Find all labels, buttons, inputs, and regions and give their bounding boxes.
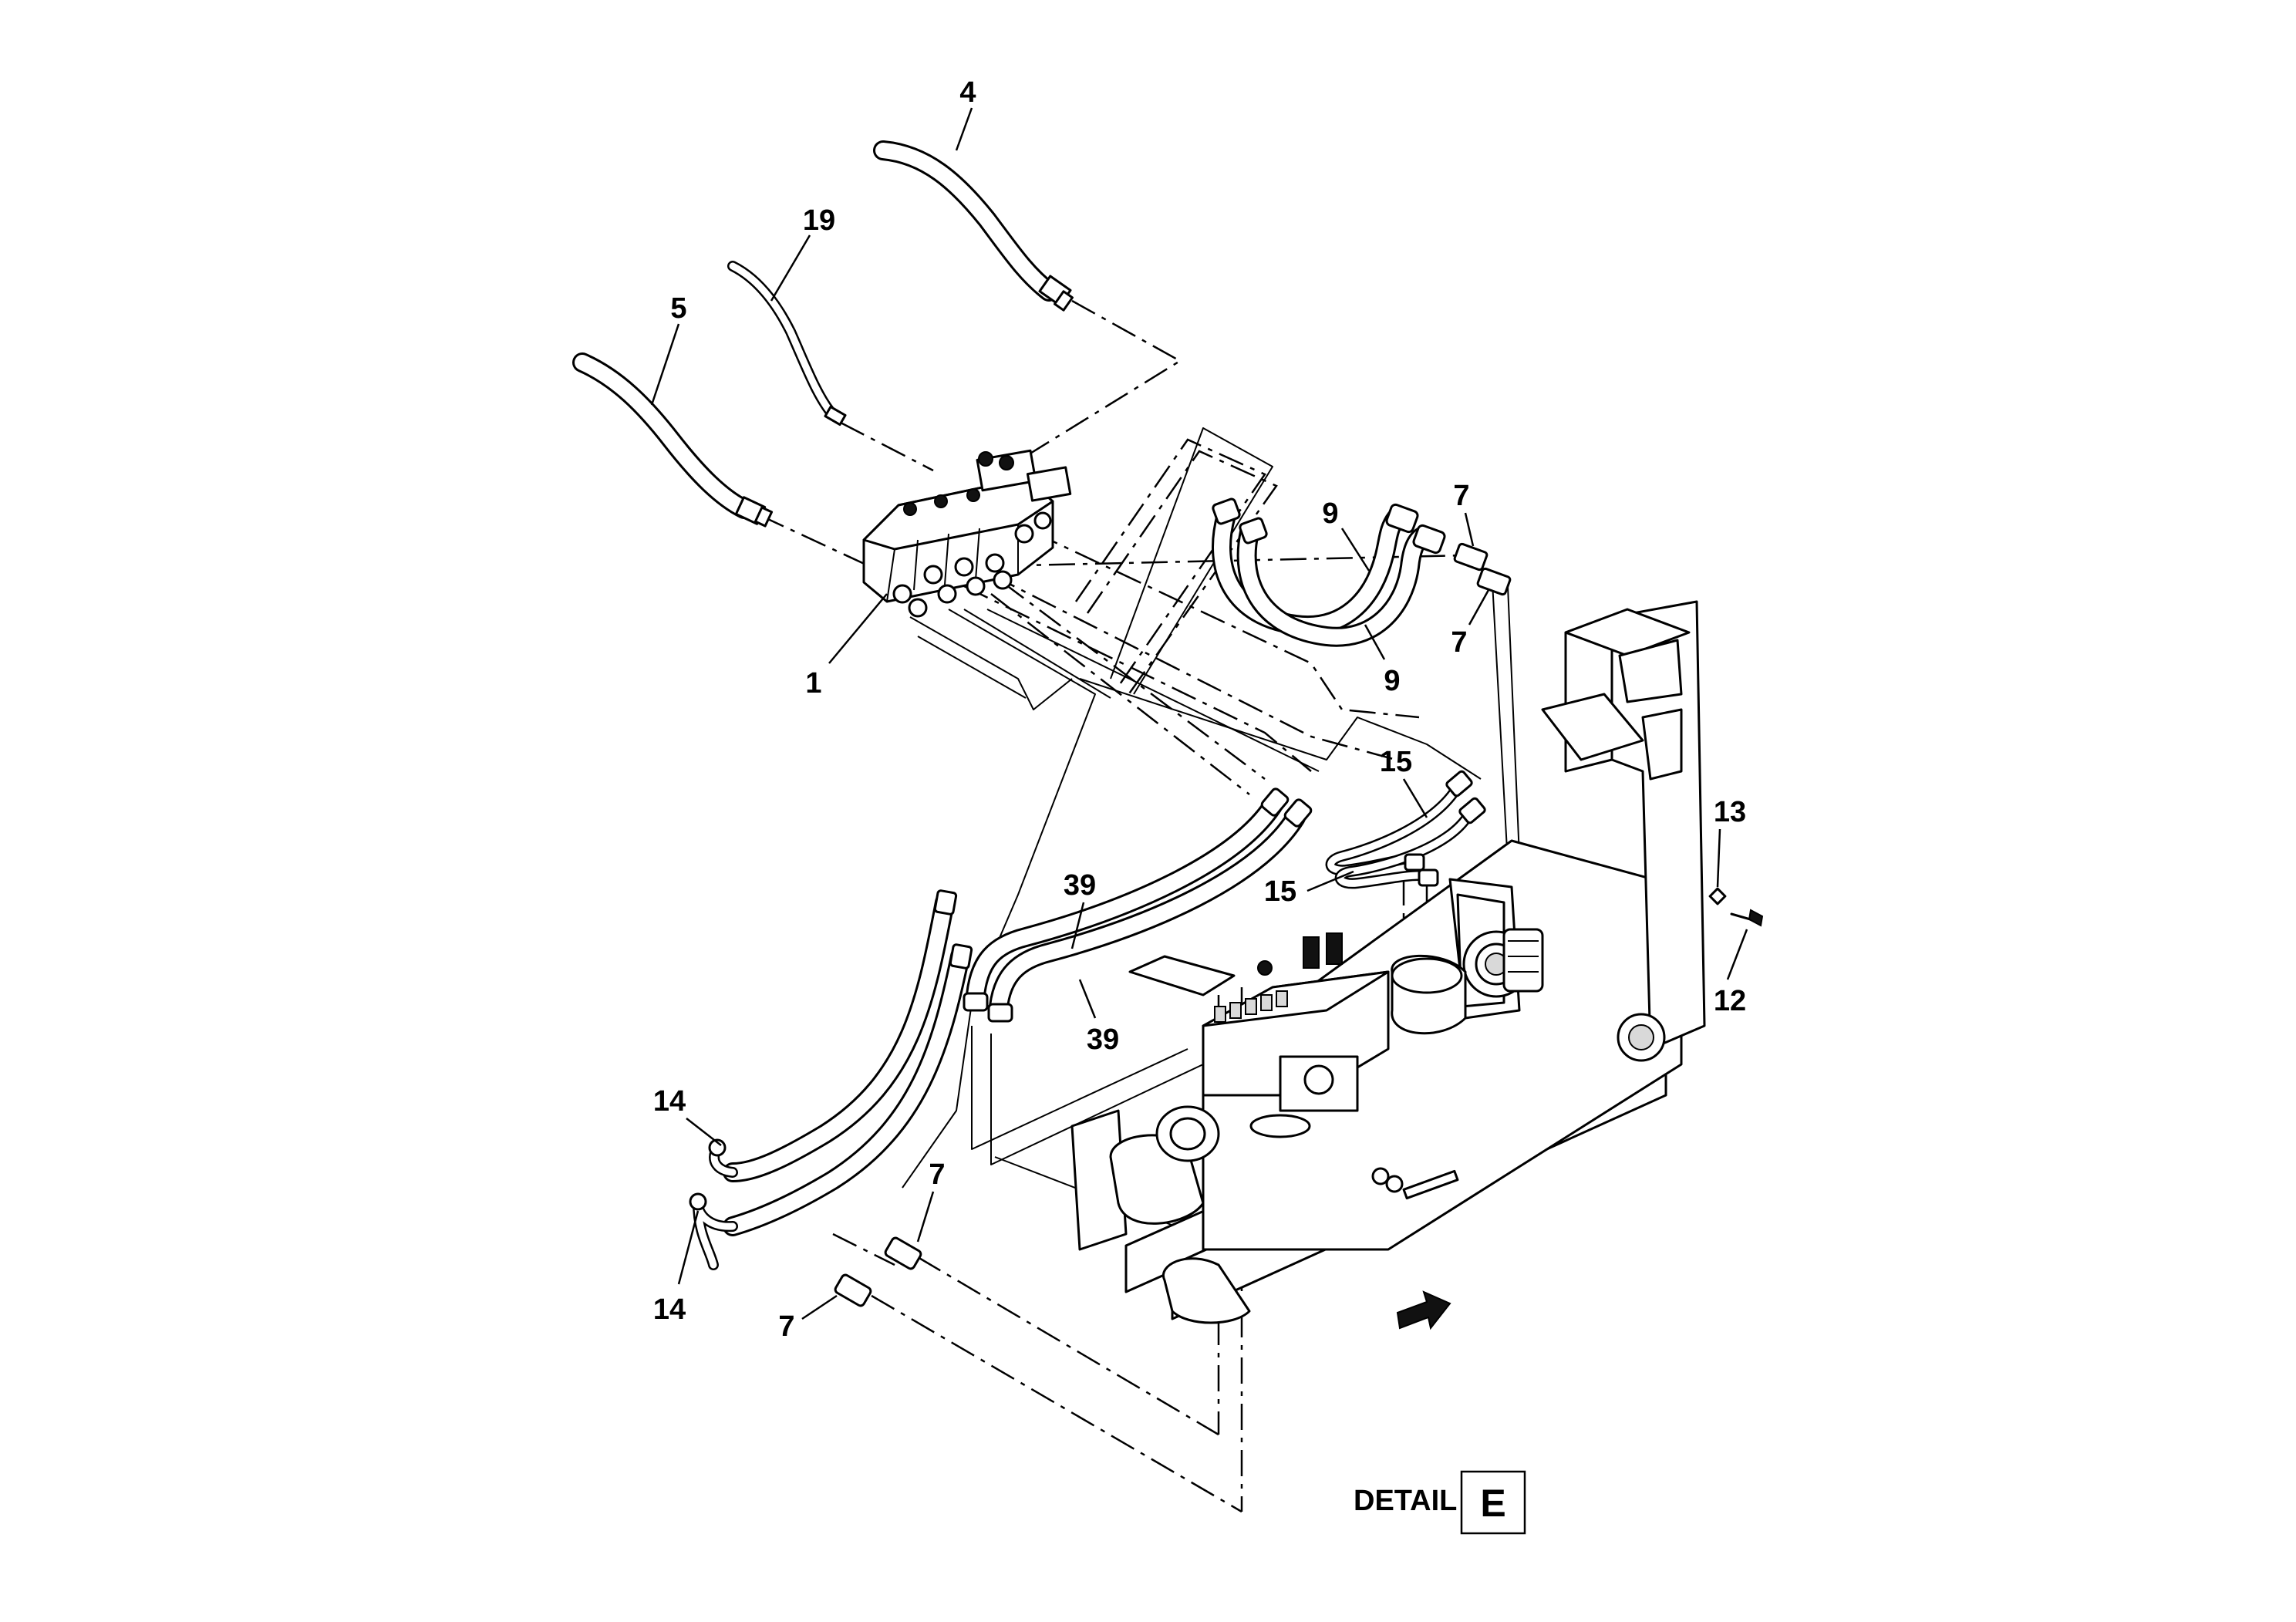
callout-13: 13 (1714, 796, 1746, 828)
callout-4: 4 (959, 76, 976, 109)
callout-14-bottom: 14 (653, 1293, 686, 1326)
callout-7-top-b: 7 (1451, 626, 1467, 659)
detail-text: DETAIL (1354, 1485, 1457, 1517)
detail-letter: E (1480, 1482, 1505, 1525)
callout-39-bottom: 39 (1087, 1023, 1119, 1056)
hoses-14 (689, 889, 973, 1270)
callout-9-bottom: 9 (1384, 665, 1400, 697)
pump-frame-assembly (1070, 600, 1764, 1324)
callout-9-top: 9 (1322, 497, 1338, 530)
detail-letter-box (1460, 1470, 1526, 1535)
callout-12: 12 (1714, 985, 1746, 1017)
callout-19: 19 (803, 204, 835, 237)
fittings-7-bottom (834, 1236, 922, 1307)
callout-7-top-a: 7 (1453, 480, 1469, 512)
fittings-7-top (1453, 542, 1512, 596)
callout-14-top: 14 (653, 1085, 686, 1118)
callout-7-bottom-b: 7 (778, 1310, 794, 1343)
dashed-centerlines (759, 299, 1466, 1513)
hose-4 (873, 140, 1074, 312)
direction-arrow-icon (1396, 1290, 1451, 1330)
callout-15-top: 15 (1380, 746, 1412, 778)
detail-label: DETAIL E (1354, 1470, 1526, 1535)
hose-19 (727, 261, 847, 427)
hoses-9 (1212, 497, 1446, 647)
hoses-39 (963, 787, 1313, 1023)
callout-5: 5 (670, 292, 686, 325)
callout-39-top: 39 (1064, 869, 1096, 902)
callouts: 4 19 5 1 9 9 7 7 15 15 13 12 39 39 14 14… (653, 76, 1746, 1343)
callout-15-bottom: 15 (1264, 875, 1296, 908)
hoses-15 (1325, 770, 1486, 889)
callout-1: 1 (805, 667, 821, 700)
leader-lines (650, 107, 1748, 1320)
manifold-valve-block (862, 449, 1072, 618)
callout-7-bottom-a: 7 (929, 1158, 945, 1191)
hose-5 (572, 352, 774, 528)
